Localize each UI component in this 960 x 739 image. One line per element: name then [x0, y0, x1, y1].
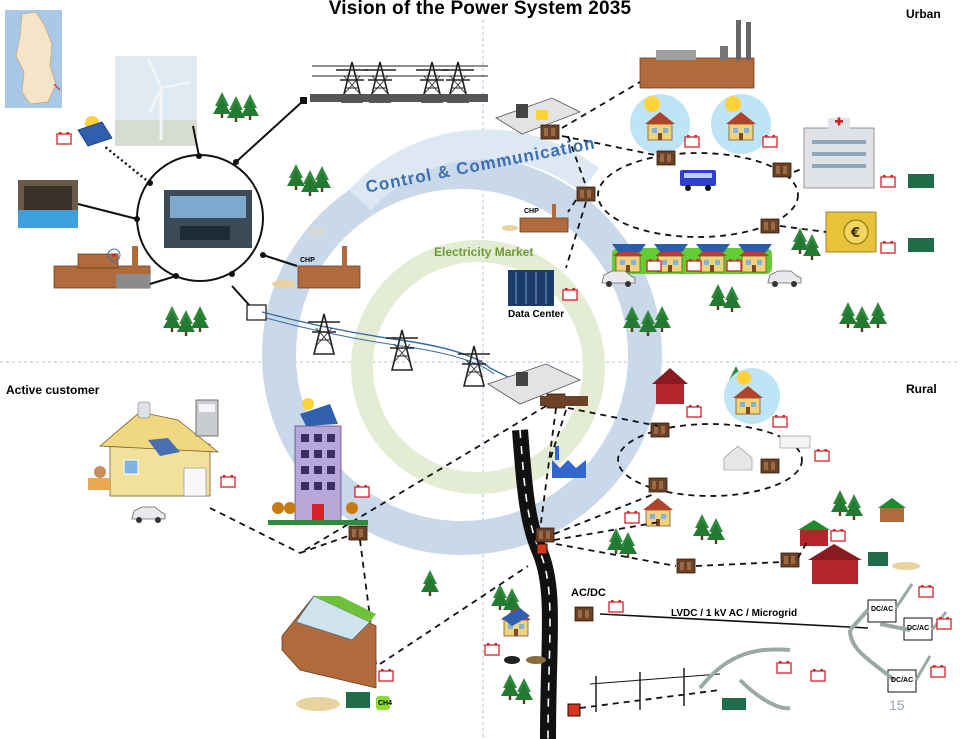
quadrant-label-active-customer: Active customer [6, 383, 100, 397]
acdc-label: AC/DC [571, 587, 606, 599]
hydro-dam [18, 180, 78, 228]
hospital [803, 117, 875, 189]
bank-vault: € [825, 211, 877, 253]
microgrid-line [599, 613, 869, 629]
microgrid-label: LVDC / 1 kV AC / Microgrid [671, 608, 798, 619]
greenhouse-building [281, 595, 390, 711]
nuclear-plant [53, 246, 151, 289]
transmission-pylons [310, 61, 488, 103]
svg-text:€: € [850, 226, 860, 241]
generator-icon [908, 174, 934, 188]
data-center [508, 270, 554, 306]
dcac-label-2: DC/AC [907, 625, 930, 632]
urban-district-loop [597, 152, 799, 238]
control-ring [262, 155, 662, 555]
finland-map [5, 10, 62, 108]
quadrant-label-urban: Urban [906, 7, 941, 21]
rural-lv-network [589, 647, 791, 712]
wind-turbine [115, 56, 197, 146]
solar-panel-icon [77, 116, 113, 147]
urban-houses [630, 94, 771, 154]
rural-factory [552, 446, 586, 478]
rural-houses [642, 368, 920, 584]
active-customer-house [88, 399, 220, 497]
rural-district-loop [617, 423, 803, 497]
page-title: Vision of the Power System 2035 [328, 0, 632, 19]
control-room [164, 190, 252, 248]
chp-plant-left [272, 228, 361, 289]
factory-urban [639, 20, 755, 89]
quadrant-label-rural: Rural [906, 382, 937, 396]
ch4-label: CH4 [378, 700, 393, 707]
substation-top [495, 97, 581, 135]
dcac-label-3: DC/AC [891, 677, 914, 684]
dcac-label-1: DC/AC [871, 606, 894, 613]
chp-left-label: CHP [300, 257, 315, 264]
electric-bus [680, 170, 716, 191]
data-center-label: Data Center [508, 309, 565, 320]
cottage-solar [500, 607, 532, 637]
transmission-line [261, 311, 511, 387]
substation-middle [487, 363, 582, 405]
electricity-market-label: Electricity Market [434, 245, 534, 259]
chp-plant-right [502, 204, 569, 233]
apartment-building [268, 398, 368, 525]
chp-right-label: CHP [524, 208, 539, 215]
market-ring [351, 240, 605, 494]
page-number: 15 [889, 697, 905, 713]
